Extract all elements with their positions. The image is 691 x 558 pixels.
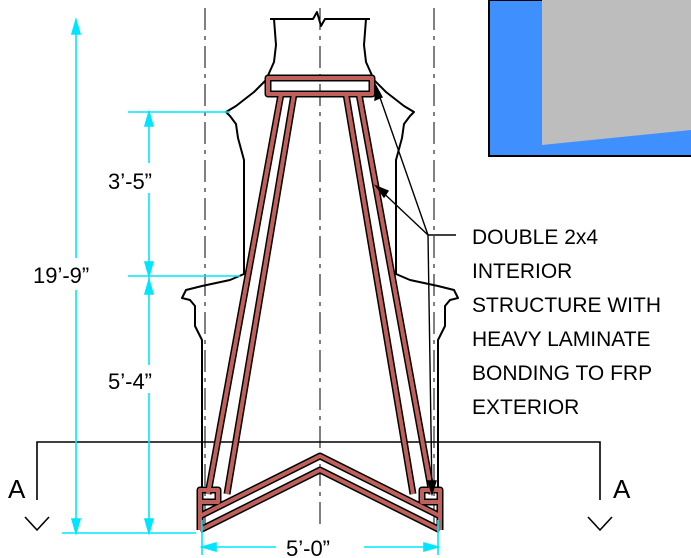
note-line: HEAVY LAMINATE (472, 328, 651, 351)
upper-height-label: 3’-5” (108, 169, 152, 194)
lower-height-label: 5’-4” (108, 369, 152, 394)
centerlines (204, 8, 435, 530)
base-width-label: 5’-0” (286, 536, 330, 558)
note-line: STRUCTURE WITH (472, 294, 661, 317)
section-mark-right: A (613, 474, 631, 504)
framing-fill (198, 76, 442, 532)
note-leaders (373, 83, 456, 497)
overall-height-label: 19’-9” (33, 263, 89, 288)
preview-panel (488, 0, 691, 157)
framing-note: DOUBLE 2x4 INTERIOR STRUCTURE WITH HEAVY… (472, 226, 661, 419)
steeple-outline (181, 11, 459, 500)
note-line: EXTERIOR (472, 396, 579, 419)
section-mark-left: A (8, 474, 26, 504)
section-line (24, 441, 613, 532)
note-line: BONDING TO FRP (472, 362, 652, 385)
note-line: DOUBLE 2x4 (472, 226, 598, 249)
note-line: INTERIOR (472, 260, 572, 283)
dimension-lines (62, 17, 441, 555)
